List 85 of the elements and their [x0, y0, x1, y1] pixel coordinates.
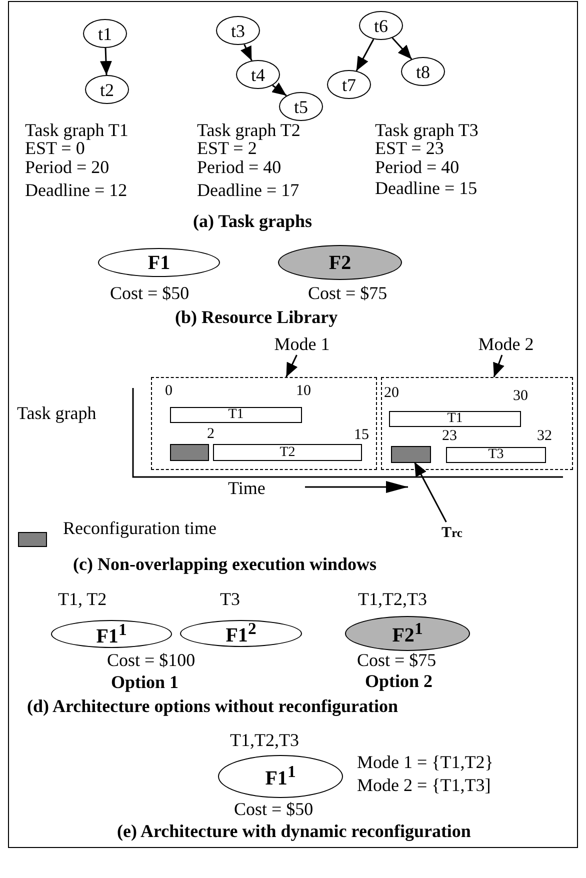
graph-parameter: Deadline = 15: [375, 179, 478, 197]
arrow: [100, 48, 112, 76]
panel-caption: (a) Task graphs: [193, 212, 312, 230]
time-value: 30: [513, 389, 528, 404]
task-ellipse: [85, 75, 129, 104]
arrow: [392, 37, 412, 60]
graph-parameter: EST = 0: [25, 139, 85, 157]
panel-caption: (c) Non-overlapping execution windows: [73, 555, 377, 573]
bar-label: T2: [280, 446, 296, 460]
cost-text: Cost = $50: [110, 284, 190, 302]
node-label: F1$^{1}$: [265, 764, 296, 789]
option-label: Option 2: [365, 672, 433, 690]
node-label: F1$^{2}$: [226, 621, 256, 646]
graph-parameter: Period = 40: [375, 158, 460, 176]
bar-label: T1: [447, 412, 463, 426]
graph-parameter: EST = 2: [197, 139, 257, 157]
node-label: t1: [98, 24, 112, 42]
graph-title: Task graph T2: [197, 121, 300, 139]
panel-caption: (e) Architecture with dynamic reconfiguration: [117, 822, 471, 840]
time-value: 2: [207, 427, 214, 442]
node-label: t7: [342, 76, 356, 94]
arrow: [272, 82, 287, 96]
mode-window: [381, 377, 573, 470]
panel-caption: (d) Architecture options without reconfiguration: [27, 697, 398, 715]
task-list: T3: [220, 590, 240, 608]
node-label: t5: [294, 98, 308, 116]
arrow: [356, 38, 374, 72]
task-list: T1, T2: [58, 590, 107, 608]
bar-label: T1: [228, 408, 244, 422]
mode-definition: Mode 2 = {T1,T3]: [357, 776, 491, 794]
graph-title: Task graph T3: [375, 121, 478, 139]
task-ellipse: [359, 11, 403, 40]
bar-label: T3: [488, 448, 504, 462]
task-ellipse: [401, 57, 445, 86]
task-ellipse: [83, 19, 127, 48]
node-label: F2$^{1}$: [392, 621, 423, 646]
graph-parameter: Deadline = 17: [197, 181, 300, 199]
time-value: 20: [384, 386, 399, 401]
cost-text: Cost = $100: [107, 651, 196, 669]
node-label: t4: [250, 66, 265, 84]
task-ellipse: [236, 60, 280, 89]
task-bar: [170, 407, 302, 423]
task-list: T1,T2,T3: [230, 731, 299, 749]
mode-label: Mode 2: [460, 333, 552, 355]
node-label: t8: [416, 62, 430, 80]
node-label: F1: [148, 252, 170, 272]
reconfiguration-block: [391, 446, 431, 463]
time-value: 32: [537, 429, 552, 444]
graph-parameter: Period = 40: [197, 158, 282, 176]
task-bar: [446, 447, 546, 463]
axis-label: Time: [228, 479, 266, 497]
reconfiguration-block: [170, 444, 209, 461]
time-value: 23: [442, 429, 457, 444]
graph-title: Task graph T1: [25, 121, 128, 139]
panel-caption: (b) Resource Library: [175, 308, 338, 326]
task-bar: [213, 444, 362, 461]
cost-text: Cost = $75: [357, 651, 436, 669]
pointer-arrow: [286, 354, 298, 378]
node-label: t6: [374, 16, 388, 34]
node-label: t2: [100, 80, 114, 98]
time-value: 15: [354, 428, 369, 443]
mode-window: [151, 377, 377, 470]
task-list: T1,T2,T3: [358, 590, 427, 608]
leader-line: [414, 462, 447, 522]
option-label: Option 1: [111, 673, 179, 691]
legend-label: Reconfiguration time: [63, 519, 216, 537]
graph-parameter: EST = 23: [375, 139, 444, 157]
axis-label: Task graph: [17, 404, 96, 422]
graph-parameter: Period = 20: [25, 158, 110, 176]
task-bar: [389, 411, 521, 427]
graph-parameter: Deadline = 12: [25, 181, 128, 199]
task-ellipse: [279, 92, 323, 121]
cost-text: Cost = $75: [308, 284, 388, 302]
arrow: [240, 44, 252, 61]
node-label: t3: [230, 22, 245, 40]
time-value: 10: [296, 384, 311, 399]
time-value: 0: [165, 384, 172, 399]
task-ellipse: [327, 70, 371, 99]
node-label: F1$^{1}$: [96, 622, 127, 646]
node-label: F2: [328, 252, 352, 272]
cost-text: Cost = $50: [234, 800, 314, 818]
mode-definition: Mode 1 = {T1,T2}: [357, 753, 494, 771]
pointer-arrow: [493, 354, 504, 378]
mode-label: Mode 1: [256, 333, 348, 355]
task-ellipse: [216, 16, 260, 45]
